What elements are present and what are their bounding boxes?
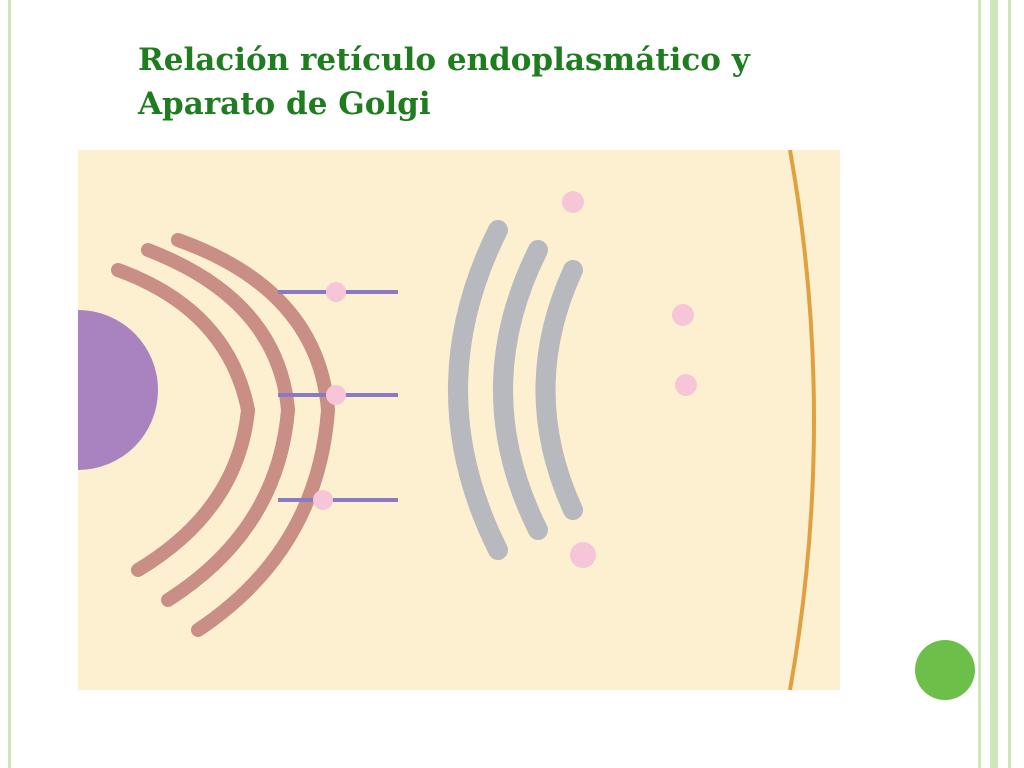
golgi-complex	[448, 220, 583, 560]
rough-endoplasmic-reticulum	[111, 233, 336, 637]
slide-title-line: Aparato de Golgi	[138, 86, 431, 122]
decorative-green-dot	[915, 640, 975, 700]
frame-right-stripe	[978, 0, 981, 768]
frame-right-stripe	[990, 0, 998, 768]
plasma-membrane	[788, 150, 816, 690]
nucleus	[78, 310, 158, 470]
slide-title-line: Relación retículo endoplasmático y	[138, 42, 750, 78]
er-golgi-diagram	[78, 150, 840, 690]
slide-title: Relación retículo endoplasmático y Apara…	[138, 38, 898, 126]
secretory-vesicles	[313, 191, 697, 568]
frame-right-stripe	[1008, 0, 1011, 768]
frame-left-stripe	[8, 0, 11, 768]
